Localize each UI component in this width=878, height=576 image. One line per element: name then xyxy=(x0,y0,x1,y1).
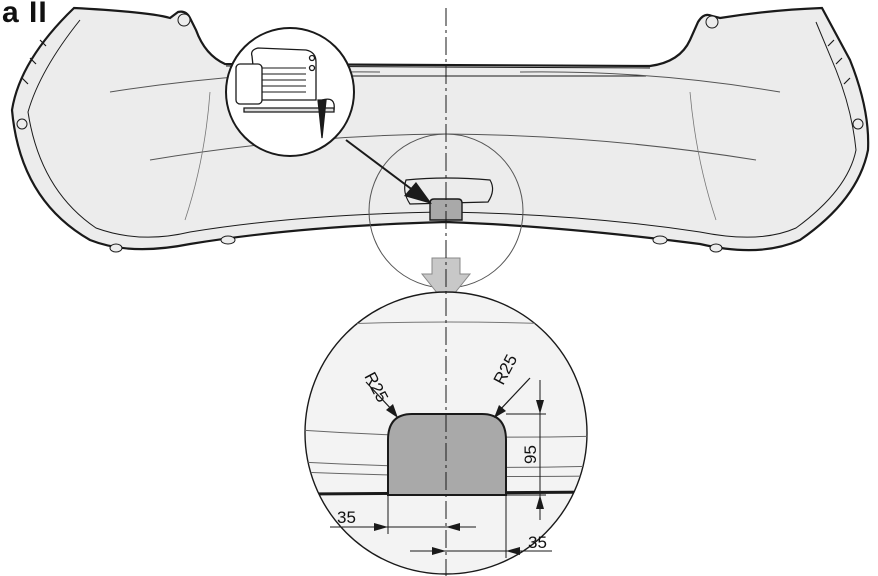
offset-right-label: 35 xyxy=(528,533,547,552)
bumper-outline xyxy=(10,6,870,252)
radius-right-leader xyxy=(497,377,531,413)
offset-left-arrow-a xyxy=(374,523,388,531)
bumper-contour-3 xyxy=(184,91,717,221)
offset-left-label: 35 xyxy=(337,508,356,527)
height-arrow-top xyxy=(536,400,544,414)
offset-right-arrow-a xyxy=(432,547,446,555)
radius-right-arrowhead xyxy=(494,405,506,418)
offset-left-arrow-b xyxy=(446,523,460,531)
offset-right-arrow-b xyxy=(506,547,520,555)
radius-left-arrowhead xyxy=(386,404,398,418)
bumper-side-ticks xyxy=(21,39,851,85)
tool-pointer-arrowhead xyxy=(404,182,432,204)
jigsaw-icon xyxy=(235,47,335,139)
radius-left-leader xyxy=(365,381,395,413)
height-label: 95 xyxy=(521,445,540,464)
figure-label: a II xyxy=(2,0,48,29)
bumper-clips xyxy=(16,13,864,253)
cutout-small xyxy=(429,198,463,221)
cutout-large xyxy=(387,413,507,496)
height-arrow-bottom xyxy=(536,495,544,509)
tool-pointer-line xyxy=(345,139,419,195)
